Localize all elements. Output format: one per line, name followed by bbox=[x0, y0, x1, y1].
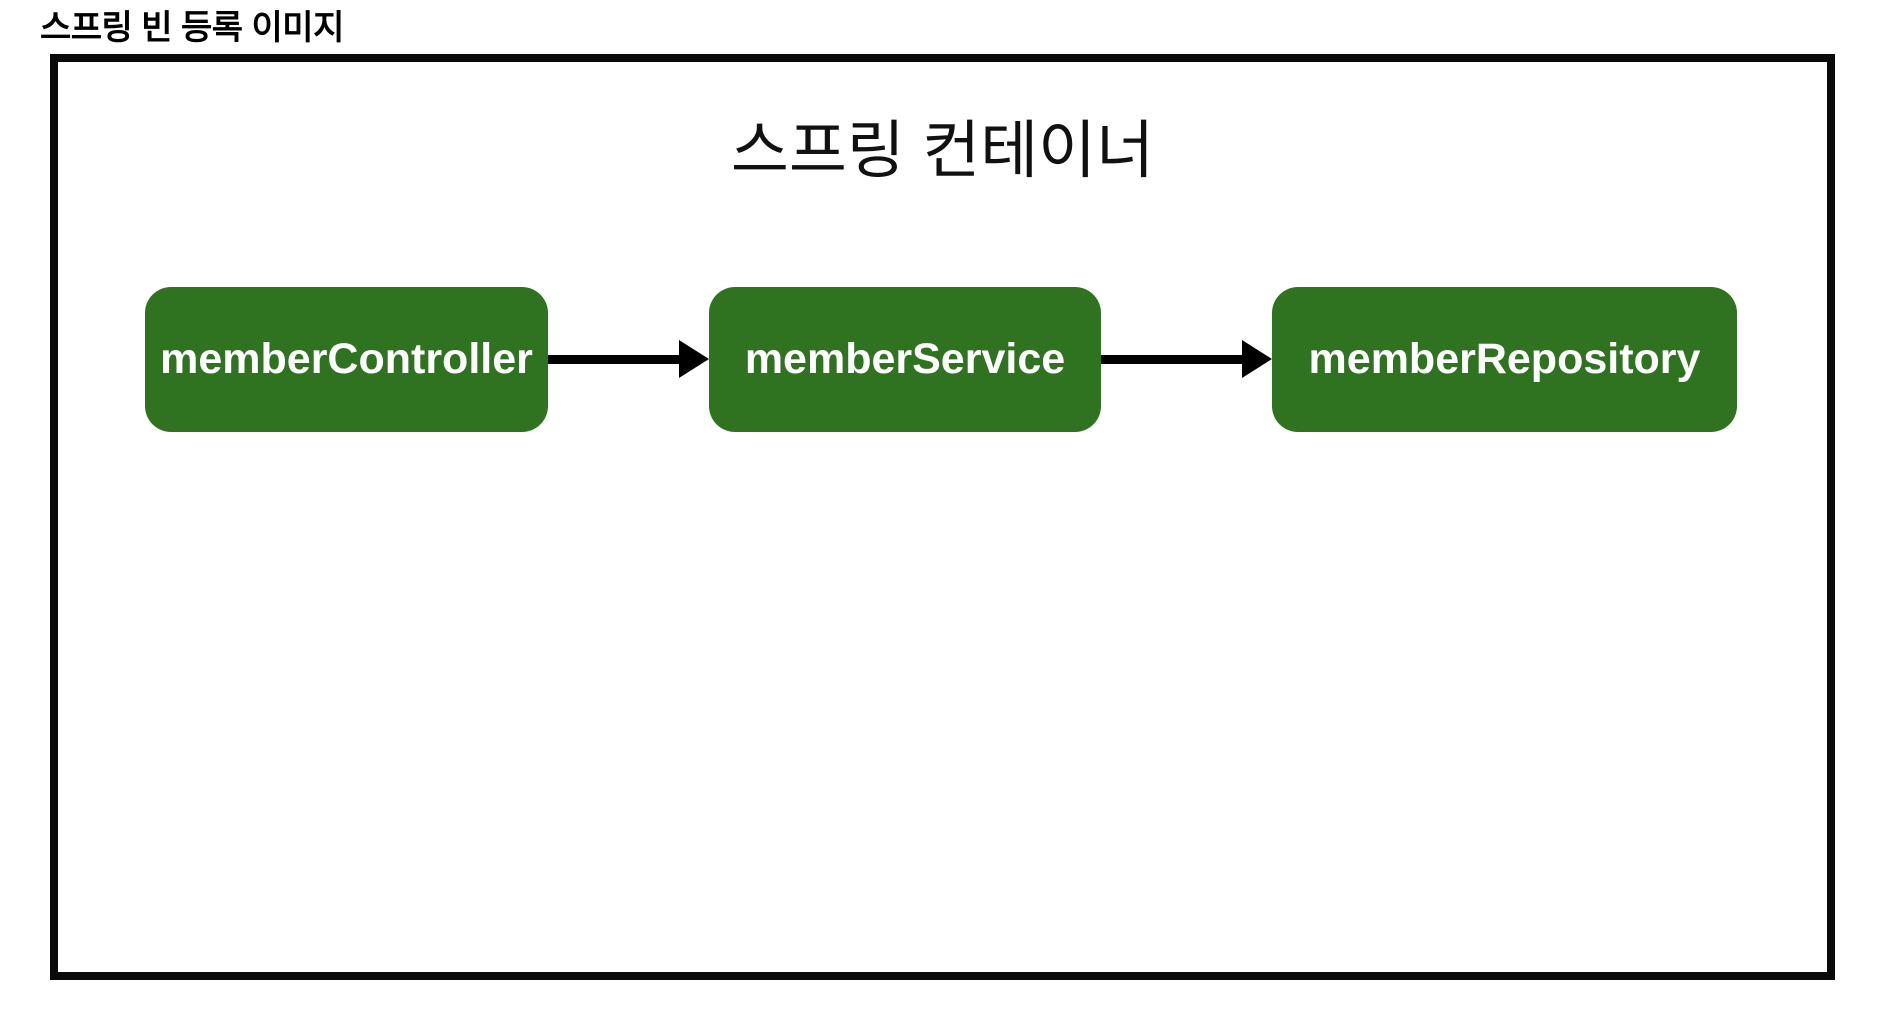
page-title: 스프링 빈 등록 이미지 bbox=[40, 9, 344, 47]
arrow-controller-to-service bbox=[548, 340, 709, 378]
spring-container-title: 스프링 컨테이너 bbox=[730, 116, 1155, 186]
bean-member-controller: memberController bbox=[145, 287, 548, 432]
bean-member-repository: memberRepository bbox=[1272, 287, 1737, 432]
arrow-shaft bbox=[1101, 354, 1242, 364]
spring-container-box: 스프링 컨테이너 memberController memberService … bbox=[50, 54, 1835, 980]
arrow-shaft bbox=[548, 354, 679, 364]
arrow-service-to-repository bbox=[1101, 340, 1272, 378]
bean-member-service: memberService bbox=[709, 287, 1101, 432]
arrowhead-right-icon bbox=[679, 340, 709, 378]
arrowhead-right-icon bbox=[1242, 340, 1272, 378]
